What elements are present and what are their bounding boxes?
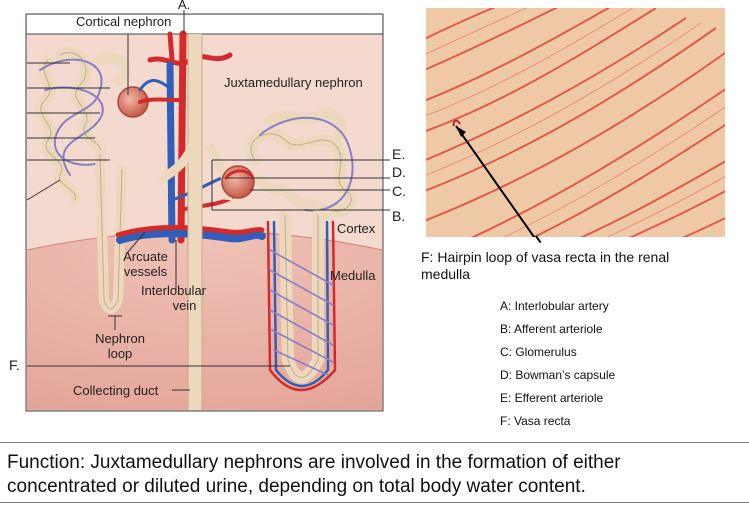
pointer-arrow-line (455, 125, 536, 237)
key-item-e: E: Efferent arteriole (500, 391, 604, 405)
label-letter-b: B. (392, 208, 406, 224)
label-key: A: Interlobular artery B: Afferent arter… (500, 299, 720, 437)
label-letter-e: E. (392, 146, 406, 162)
key-item-f: F: Vasa recta (500, 414, 571, 428)
label-letter-a: A. (178, 0, 191, 12)
leader-lines (26, 10, 390, 391)
key-item-b: B: Afferent arteriole (500, 322, 603, 336)
micrograph-caption: F: Hairpin loop of vasa recta in the ren… (421, 249, 670, 282)
label-arcuate-line1: Arcuate (123, 249, 168, 264)
pointer-arrow-head (456, 126, 466, 137)
label-medulla: Medulla (330, 268, 376, 283)
label-letter-f: F. (9, 357, 20, 373)
label-collecting-duct: Collecting duct (73, 383, 159, 398)
label-nephron-loop-line1: Nephron (95, 331, 145, 346)
key-item-a: A: Interlobular artery (500, 299, 609, 313)
blood-vessels (115, 30, 266, 244)
juxtamedullary-nephron-drawing (221, 107, 358, 392)
micrograph-image (426, 8, 725, 237)
bottom-divider (0, 502, 749, 503)
nephron-illustration (25, 10, 390, 412)
key-item-d: D: Bowman’s capsule (500, 368, 616, 382)
label-interlobular-vein: Interlobular vein (136, 283, 211, 313)
label-arcuate-line2: vessels (123, 264, 168, 279)
cortical-nephron-drawing (35, 47, 149, 314)
label-cortical-nephron: Cortical nephron (76, 14, 172, 29)
vasa-recta-micrograph (426, 8, 725, 237)
function-text: Function: Juxtamedullary nephrons are in… (7, 452, 621, 497)
title-strip (27, 15, 382, 34)
key-item-c: C: Glomerulus (500, 345, 577, 359)
label-nephron-loop-line2: loop (107, 346, 133, 361)
label-cortex: Cortex (337, 221, 376, 236)
label-letter-d: D. (392, 164, 406, 180)
top-divider (0, 442, 749, 443)
nephron-diagram (0, 0, 420, 420)
label-letter-c: C. (392, 183, 406, 199)
label-interlobular-line1: Interlobular (140, 283, 207, 298)
label-nephron-loop: Nephron loop (90, 331, 150, 361)
label-arcuate-vessels: Arcuate vessels (118, 249, 173, 279)
label-interlobular-line2: vein (172, 298, 197, 313)
label-juxtamedullary-nephron: Juxtamedullary nephron (224, 75, 363, 90)
